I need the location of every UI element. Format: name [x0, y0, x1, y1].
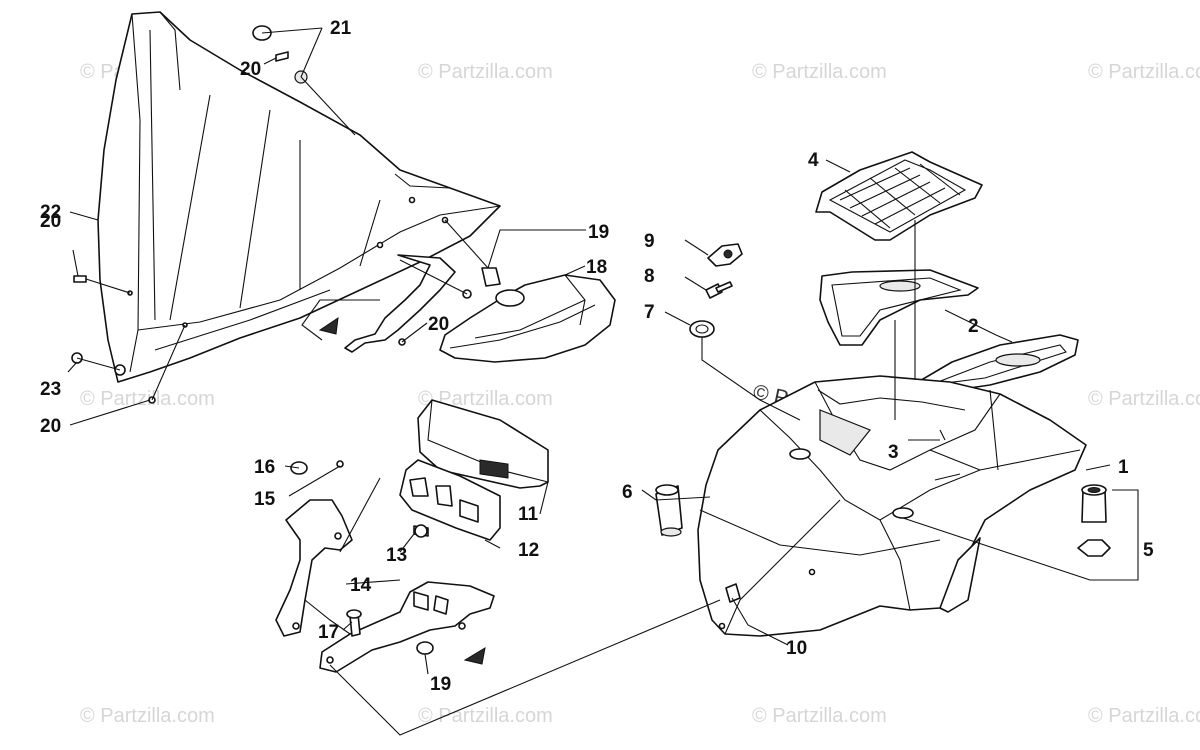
callout-labels: 1 2 3 4 5 6 7 8 9 10 11 12 13 14 15 16 1… — [40, 18, 1154, 695]
watermark: © Partzilla.com — [418, 61, 553, 83]
callout-7: 7 — [644, 302, 655, 323]
direction-arrows — [318, 316, 486, 665]
windshield-bracket — [344, 254, 456, 353]
grille-2 — [819, 269, 979, 346]
callout-21: 21 — [330, 18, 352, 39]
callout-19-lower: 19 — [430, 674, 451, 695]
watermark: © Partzilla.com — [752, 61, 887, 83]
gauge-bracket-12 — [399, 459, 501, 541]
support-bracket-14 — [275, 499, 495, 673]
watermark: © Partzilla.com — [418, 705, 553, 727]
nut-7 — [689, 320, 715, 338]
callout-20-left: 20 — [40, 211, 61, 232]
callout-18: 18 — [586, 257, 607, 278]
leader-lines — [67, 27, 1139, 736]
callout-13: 13 — [386, 545, 407, 566]
bolt-17 — [346, 609, 362, 637]
callout-20-top: 20 — [240, 59, 261, 80]
headlight-18 — [439, 267, 616, 363]
watermark: © Partzilla.com — [80, 388, 215, 410]
callout-23: 23 — [40, 379, 61, 400]
callout-20-bottom: 20 — [40, 416, 61, 437]
switch-6 — [655, 484, 683, 537]
watermark: © Partzilla.com — [80, 705, 215, 727]
key-cap-9 — [707, 243, 743, 267]
watermark: © Partzilla.com — [1088, 61, 1200, 83]
callout-17: 17 — [318, 622, 339, 643]
hood-1 — [697, 375, 1087, 637]
callout-2: 2 — [968, 316, 979, 337]
power-outlet-5 — [1077, 484, 1111, 557]
callout-4: 4 — [808, 150, 819, 171]
callout-8: 8 — [644, 266, 655, 287]
callout-10: 10 — [786, 638, 807, 659]
callout-20-mid: 20 — [428, 314, 449, 335]
watermark: © Partzilla.com — [418, 388, 553, 410]
nut-19 — [416, 641, 434, 655]
watermark: © Partzilla.com — [1088, 388, 1200, 410]
gauge-housing-11 — [417, 399, 549, 489]
screw-13 — [413, 524, 429, 538]
callout-15: 15 — [254, 489, 276, 510]
callout-1: 1 — [1118, 457, 1129, 478]
callout-12: 12 — [518, 540, 539, 561]
callout-22: 22 — [40, 202, 61, 223]
callout-5: 5 — [1143, 540, 1154, 561]
windshield-part — [97, 11, 501, 383]
watermark: © Partzilla.com — [752, 705, 887, 727]
key-8 — [705, 281, 733, 299]
callout-3: 3 — [888, 442, 899, 463]
callout-9: 9 — [644, 231, 655, 252]
callout-6: 6 — [622, 482, 633, 503]
callout-16: 16 — [254, 457, 275, 478]
callout-14: 14 — [350, 575, 372, 596]
callout-19: 19 — [588, 222, 609, 243]
watermark-layer: © Partzilla.com © Partzilla.com © Partzi… — [80, 61, 1200, 727]
storage-net-4 — [815, 151, 983, 241]
watermark: © Partzilla.com — [1088, 705, 1200, 727]
callout-11: 11 — [518, 504, 539, 525]
